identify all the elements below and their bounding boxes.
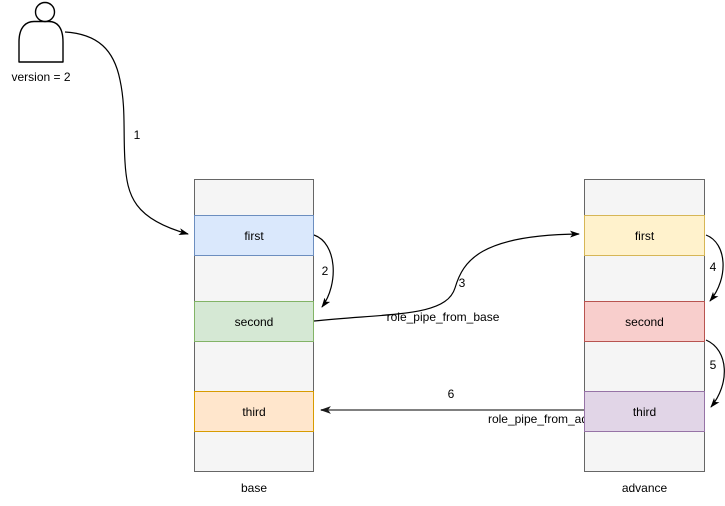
- cell-base-first: first: [194, 215, 314, 256]
- table-row: [584, 255, 705, 302]
- edge-1-label: 1: [133, 128, 141, 142]
- table-row: [194, 341, 314, 392]
- table-row: [584, 341, 705, 392]
- cell-label: second: [234, 314, 274, 329]
- cell-advance-second: second: [584, 301, 705, 342]
- person-icon: [18, 1, 64, 63]
- table-row: [194, 431, 314, 472]
- actor-label: version = 2: [11, 70, 71, 84]
- cell-advance-third: third: [584, 391, 705, 432]
- cell-label: first: [634, 228, 655, 243]
- edge-4-label: 4: [709, 260, 717, 274]
- cell-advance-first: first: [584, 215, 705, 256]
- table-row: [194, 179, 314, 216]
- cell-base-third: third: [194, 391, 314, 432]
- edge-1-arrow: [64, 31, 189, 235]
- edge-5-arrow: [705, 339, 725, 408]
- table-advance: first second third: [584, 179, 705, 472]
- cell-label: third: [242, 404, 266, 419]
- cell-label: first: [244, 228, 264, 243]
- edge-3-arrow: [313, 230, 580, 322]
- table-base: first second third: [194, 179, 314, 472]
- edge-6-label: 6: [447, 387, 455, 401]
- edge-role-pipe-from-base-label: role_pipe_from_base: [386, 310, 500, 324]
- cell-label: third: [632, 404, 657, 419]
- table-row: [584, 431, 705, 472]
- edge-5-label: 5: [709, 358, 717, 372]
- edge-2-arrow: [313, 234, 334, 308]
- edge-3-label: 3: [458, 276, 466, 290]
- cell-label: second: [625, 314, 664, 329]
- table-row: [194, 255, 314, 302]
- table-caption-base: base: [240, 481, 268, 495]
- edge-2-label: 2: [321, 264, 329, 278]
- cell-base-second: second: [194, 301, 314, 342]
- table-row: [584, 179, 705, 216]
- table-caption-advance: advance: [621, 481, 668, 495]
- edge-4-arrow: [705, 234, 724, 302]
